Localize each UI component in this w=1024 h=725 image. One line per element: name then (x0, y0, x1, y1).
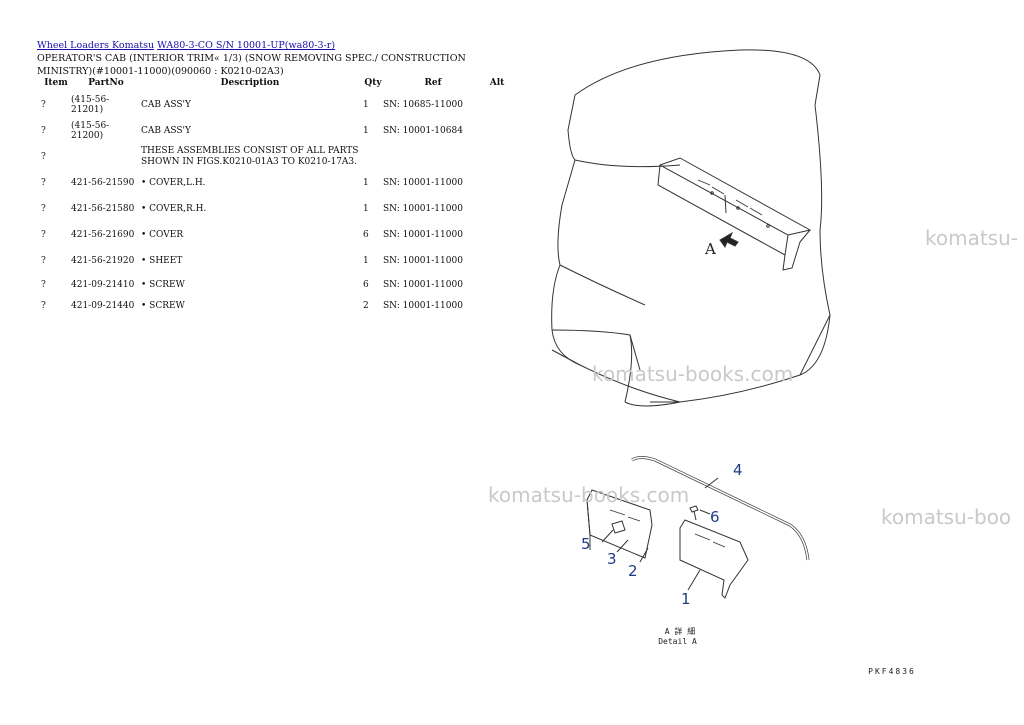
header-partno: PartNo (88, 78, 124, 88)
cell-description: • SHEET (141, 256, 183, 266)
cell-ref: SN: 10685-11000 (383, 100, 463, 110)
header-description: Description (220, 78, 280, 88)
cell-ref: SN: 10001-11000 (383, 256, 463, 266)
figure-code: PKF4836 (868, 667, 916, 676)
header-qty: Qty (364, 78, 382, 88)
header-ref: Ref (424, 78, 442, 88)
cell-partno: (415-56-21201) (71, 95, 110, 115)
watermark: komatsu- (925, 226, 1018, 250)
cell-item: ? (41, 152, 46, 162)
cell-description: CAB ASS'Y (141, 126, 191, 136)
cell-item: ? (41, 126, 46, 136)
cell-qty (359, 144, 383, 170)
view-arrow (719, 231, 739, 249)
cell-partno: 421-56-21690 (71, 230, 135, 240)
cell-item: ? (41, 204, 46, 214)
watermark: komatsu-boo (881, 505, 1012, 529)
cell-partno: 421-09-21440 (71, 301, 135, 311)
cell-qty: 1 (363, 256, 369, 266)
table-row: ? 421-56-21920 • SHEET 1 SN: 10001-11000 (37, 248, 511, 274)
cell-partno: 421-56-21920 (71, 256, 135, 266)
cell-qty: 1 (363, 178, 369, 188)
table-row: ? THESE ASSEMBLIES CONSIST OF ALL PARTS … (37, 144, 511, 170)
table-row: ? (415-56-21200) CAB ASS'Y 1 SN: 10001-1… (37, 118, 511, 144)
cell-partno (71, 144, 141, 170)
callout-4: 4 (733, 461, 743, 479)
cell-ref: SN: 10001-11000 (383, 178, 463, 188)
cell-description: • COVER,R.H. (141, 204, 207, 214)
cell-partno: (415-56-21200) (71, 121, 110, 141)
cell-ref: SN: 10001-11000 (383, 230, 463, 240)
breadcrumb: Wheel Loaders Komatsu WA80-3-CO S/N 1000… (37, 40, 335, 51)
cell-ref: SN: 10001-11000 (383, 204, 463, 214)
table-row: ? 421-56-21690 • COVER 6 SN: 10001-11000 (37, 222, 511, 248)
cell-ref: SN: 10001-11000 (383, 301, 463, 311)
view-marker-a: A (705, 240, 716, 258)
cell-item: ? (41, 178, 46, 188)
table-row: ? 421-09-21410 • SCREW 6 SN: 10001-11000 (37, 274, 511, 296)
header-item: Item (44, 78, 68, 88)
cab-trim (657, 157, 812, 271)
detail-caption-jp: A 詳 細 (664, 627, 696, 636)
detail-a (586, 456, 810, 599)
cell-ref (383, 144, 483, 170)
cell-description: • SCREW (141, 280, 185, 290)
cell-qty: 6 (363, 230, 369, 240)
cell-item: ? (41, 301, 46, 311)
detail-caption-en: Detail A (658, 637, 697, 646)
callout-2: 2 (628, 562, 638, 580)
page-title: OPERATOR'S CAB (INTERIOR TRIM« 1/3) (SNO… (37, 53, 466, 77)
breadcrumb-link-wheel-loaders[interactable]: Wheel Loaders Komatsu (37, 40, 155, 51)
cell-qty: 1 (363, 126, 369, 136)
cell-description: • COVER,L.H. (141, 178, 206, 188)
cell-item: ? (41, 280, 46, 290)
callout-3: 3 (607, 550, 617, 568)
breadcrumb-link-model[interactable]: WA80-3-CO S/N 10001-UP(wa80-3-r) (157, 40, 336, 51)
cell-description: • COVER (141, 230, 184, 240)
callout-5: 5 (581, 535, 591, 553)
cell-partno: 421-56-21580 (71, 204, 135, 214)
table-row: ? (415-56-21201) CAB ASS'Y 1 SN: 10685-1… (37, 92, 511, 118)
table-header-row: Item PartNo Description Qty Ref Alt (37, 78, 511, 92)
cell-partno: 421-56-21590 (71, 178, 135, 188)
parts-diagram (551, 49, 831, 599)
cell-qty: 1 (363, 204, 369, 214)
header-alt: Alt (489, 78, 505, 88)
callout-6: 6 (710, 508, 720, 526)
cab-outline (551, 49, 831, 407)
watermark: komatsu-books.com (592, 362, 794, 386)
cell-description: THESE ASSEMBLIES CONSIST OF ALL PARTS SH… (141, 146, 359, 167)
cell-item: ? (41, 230, 46, 240)
table-row: ? 421-09-21440 • SCREW 2 SN: 10001-11000 (37, 296, 511, 316)
cell-item: ? (41, 256, 46, 266)
cell-qty: 1 (363, 100, 369, 110)
cell-description: • SCREW (141, 301, 185, 311)
parts-table: Item PartNo Description Qty Ref Alt ? (4… (37, 78, 511, 316)
cell-partno: 421-09-21410 (71, 280, 135, 290)
cell-ref: SN: 10001-10684 (383, 126, 463, 136)
table-row: ? 421-56-21590 • COVER,L.H. 1 SN: 10001-… (37, 170, 511, 196)
cell-item: ? (41, 100, 46, 110)
watermark: komatsu-books.com (488, 483, 690, 507)
callout-1: 1 (681, 590, 691, 608)
table-row: ? 421-56-21580 • COVER,R.H. 1 SN: 10001-… (37, 196, 511, 222)
cell-description: CAB ASS'Y (141, 100, 191, 110)
cell-ref: SN: 10001-11000 (383, 280, 463, 290)
cell-qty: 6 (363, 280, 369, 290)
cell-qty: 2 (363, 301, 369, 311)
